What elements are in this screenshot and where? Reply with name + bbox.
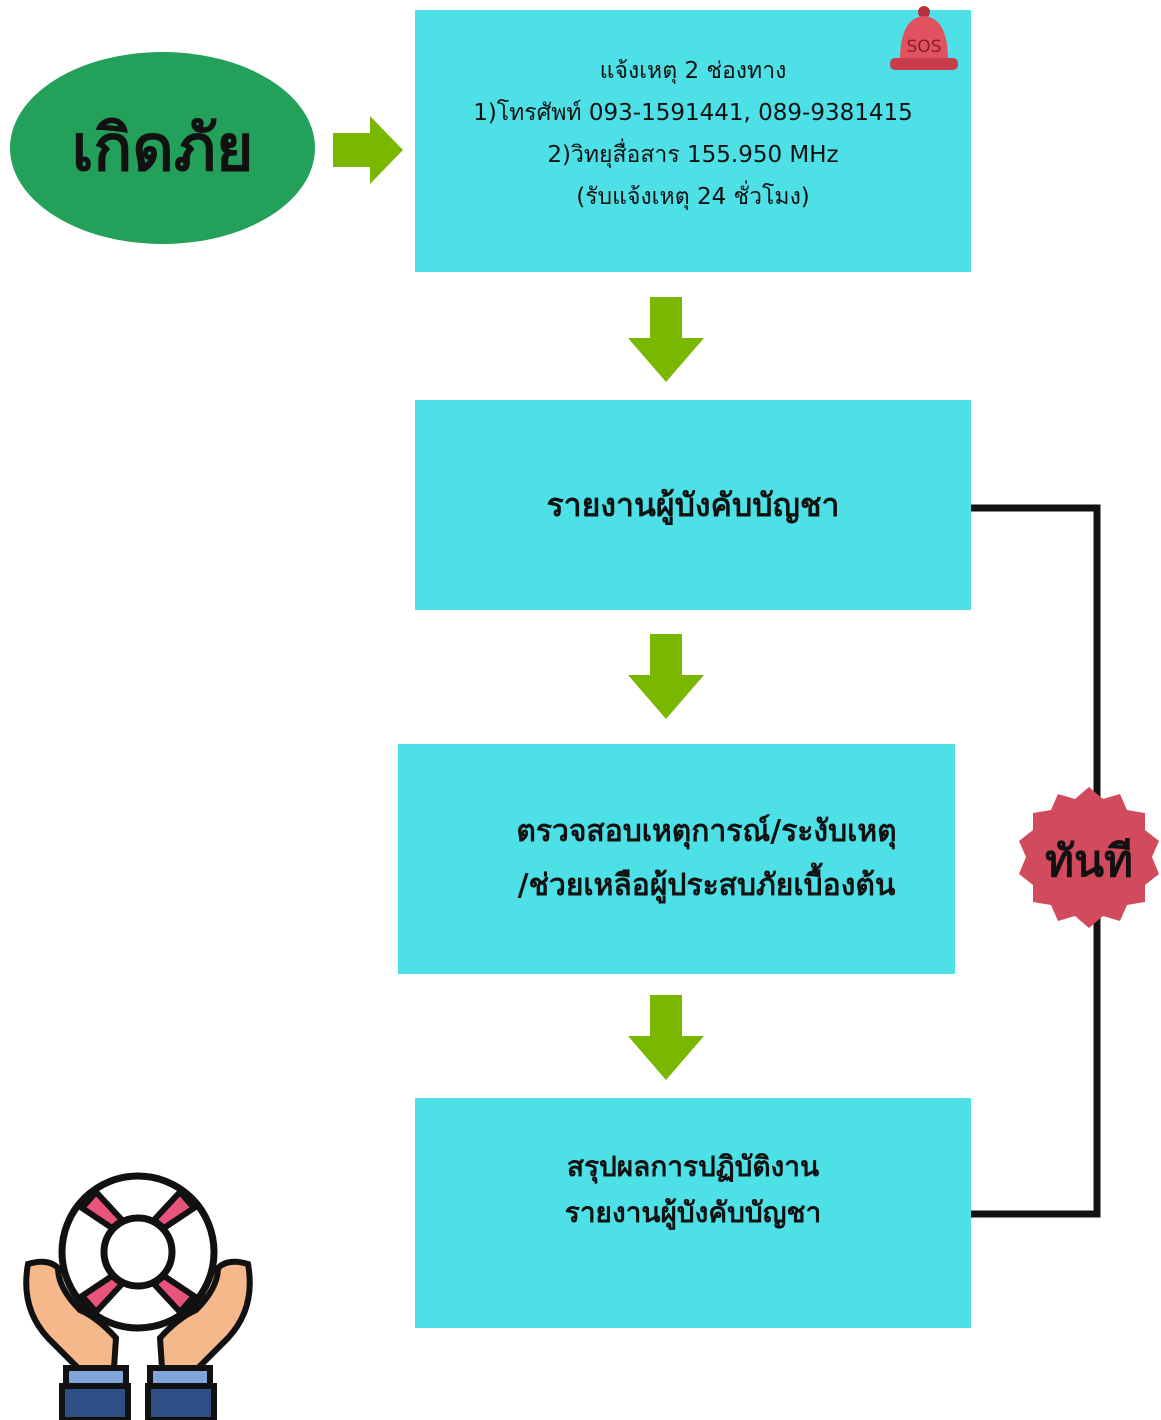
- hands-lifebuoy-icon: [23, 1172, 253, 1420]
- step2-line1: รายงานผู้บังคับบัญชา: [546, 485, 840, 524]
- step4-line2: รายงานผู้บังคับบัญชา: [564, 1196, 822, 1229]
- badge-seal: [1019, 787, 1159, 928]
- badge-label: ทันที: [1044, 836, 1134, 887]
- start-label: เกิดภัย: [71, 112, 254, 186]
- step-summary: สรุปผลการปฏิบัติงาน รายงานผู้บังคับบัญชา: [415, 1098, 971, 1328]
- step4-line1: สรุปผลการปฏิบัติงาน: [566, 1150, 820, 1183]
- arrow-down-2: [628, 634, 704, 719]
- step3-line2: /ช่วยเหลือผู้ประสบภัยเบื้องต้น: [517, 868, 896, 903]
- step1-line2: 1)โทรศัพท์ 093-1591441, 089-9381415: [473, 100, 913, 126]
- step-report-commander: รายงานผู้บังคับบัญชา: [415, 400, 971, 610]
- step1-line4: (รับแจ้งเหตุ 24 ชั่วโมง): [576, 184, 810, 210]
- alarm-bell-icon: SOS: [890, 6, 958, 70]
- sos-text: SOS: [907, 37, 942, 57]
- arrow-down-3: [628, 995, 704, 1080]
- step1-line3: 2)วิทยุสื่อสาร 155.950 MHz: [547, 142, 839, 168]
- arrow-right: [333, 116, 403, 184]
- arrow-down-1: [628, 297, 704, 382]
- step1-line1: แจ้งเหตุ 2 ช่องทาง: [599, 58, 787, 84]
- step-report-channels: แจ้งเหตุ 2 ช่องทาง 1)โทรศัพท์ 093-159144…: [415, 10, 971, 272]
- step-check-incident: ตรวจสอบเหตุการณ์/ระงับเหตุ /ช่วยเหลือผู้…: [398, 744, 955, 974]
- start-node: เกิดภัย: [10, 52, 315, 244]
- step3-line1: ตรวจสอบเหตุการณ์/ระงับเหตุ: [516, 814, 897, 849]
